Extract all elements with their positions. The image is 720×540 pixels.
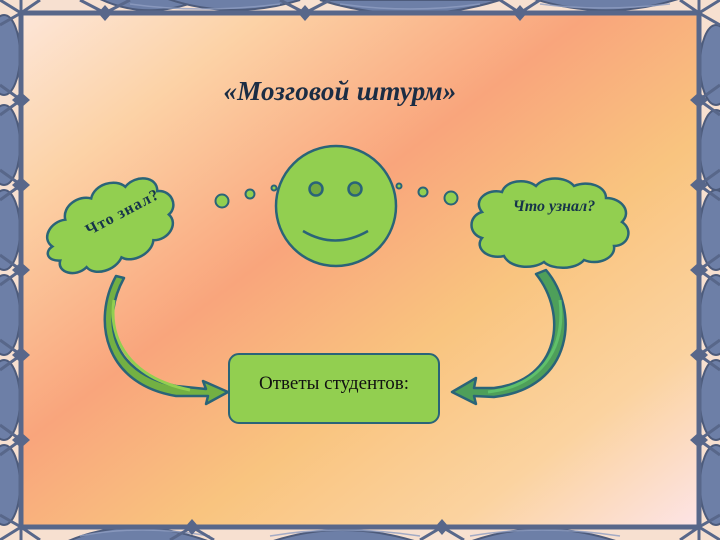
cloud-left: [46, 177, 175, 275]
bubble-dots-right: [395, 182, 459, 206]
answer-box: Ответы студентов:: [228, 353, 440, 424]
cloud-right-label: Что узнал?: [512, 198, 596, 215]
bubble-dots-left: [214, 184, 278, 209]
cloud-right: [470, 177, 630, 269]
arrow-left-curved-icon: [103, 274, 230, 406]
arrow-right-curved-icon: [450, 268, 567, 406]
answer-box-label: Ответы студентов:: [259, 373, 409, 394]
slide-title: «Мозговой штурм»: [223, 76, 457, 106]
smiley-face-icon: [274, 144, 398, 268]
